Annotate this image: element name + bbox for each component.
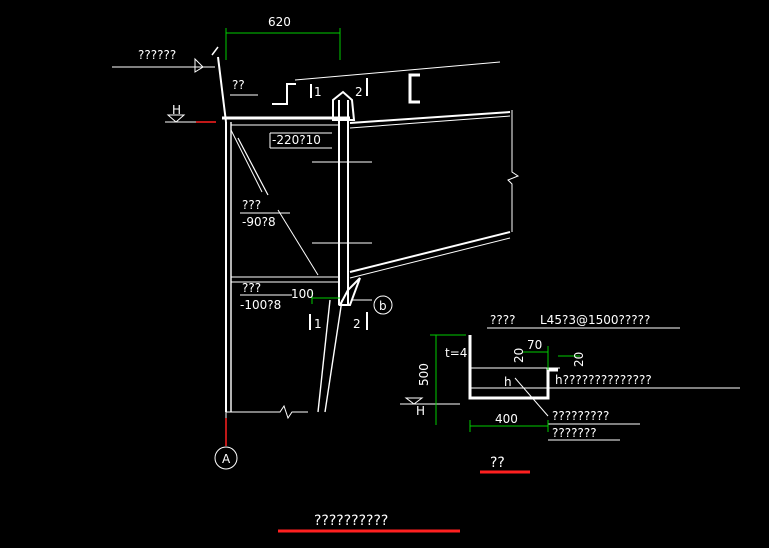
detail-h-note: h?????????????? [555, 373, 652, 387]
section-2-top: 2 [355, 85, 363, 99]
axis-a-label: A [222, 452, 231, 466]
dim-500: 500 [417, 363, 431, 386]
detail-structure [400, 327, 740, 441]
dim-70: 70 [527, 338, 542, 352]
main-title: ?????????? [314, 513, 388, 529]
accent-marks [196, 121, 530, 533]
dim-gap: 100 [291, 287, 314, 301]
detail-note-1: ???? [490, 313, 515, 327]
dim-400: 400 [495, 412, 518, 426]
detail-note-2: L45?3@1500????? [540, 313, 650, 327]
detail-level: H [416, 404, 425, 418]
detail-title: ?? [490, 455, 505, 471]
dim-top-width: 620 [268, 15, 291, 29]
gutter-top-label: ?? [232, 78, 245, 92]
stiffener-a-size: -90?8 [242, 215, 276, 229]
dimension-lines [225, 28, 341, 304]
section-1-top: 1 [314, 85, 322, 99]
top-left-note: ?????? [138, 48, 176, 62]
section-2-bot: 2 [353, 317, 361, 331]
stiffener-a-name: ??? [242, 198, 261, 212]
level-mark: H [172, 103, 181, 117]
detail-dimensions [430, 334, 580, 432]
dim-20b: 20 [572, 352, 586, 367]
node-b-label: b [379, 299, 387, 313]
section-1-bot: 1 [314, 317, 322, 331]
stiffener-b-name: ??? [242, 281, 261, 295]
detail-t: t=4 [445, 346, 467, 360]
detail-h-dim: h [504, 375, 512, 389]
dim-20a: 20 [512, 348, 526, 363]
detail-note-4: ??????? [552, 426, 597, 440]
main-structure [112, 46, 520, 470]
detail-note-3: ????????? [552, 409, 609, 423]
stiffener-b-size: -100?8 [240, 298, 281, 312]
plate-1-label: -220?10 [272, 133, 321, 147]
